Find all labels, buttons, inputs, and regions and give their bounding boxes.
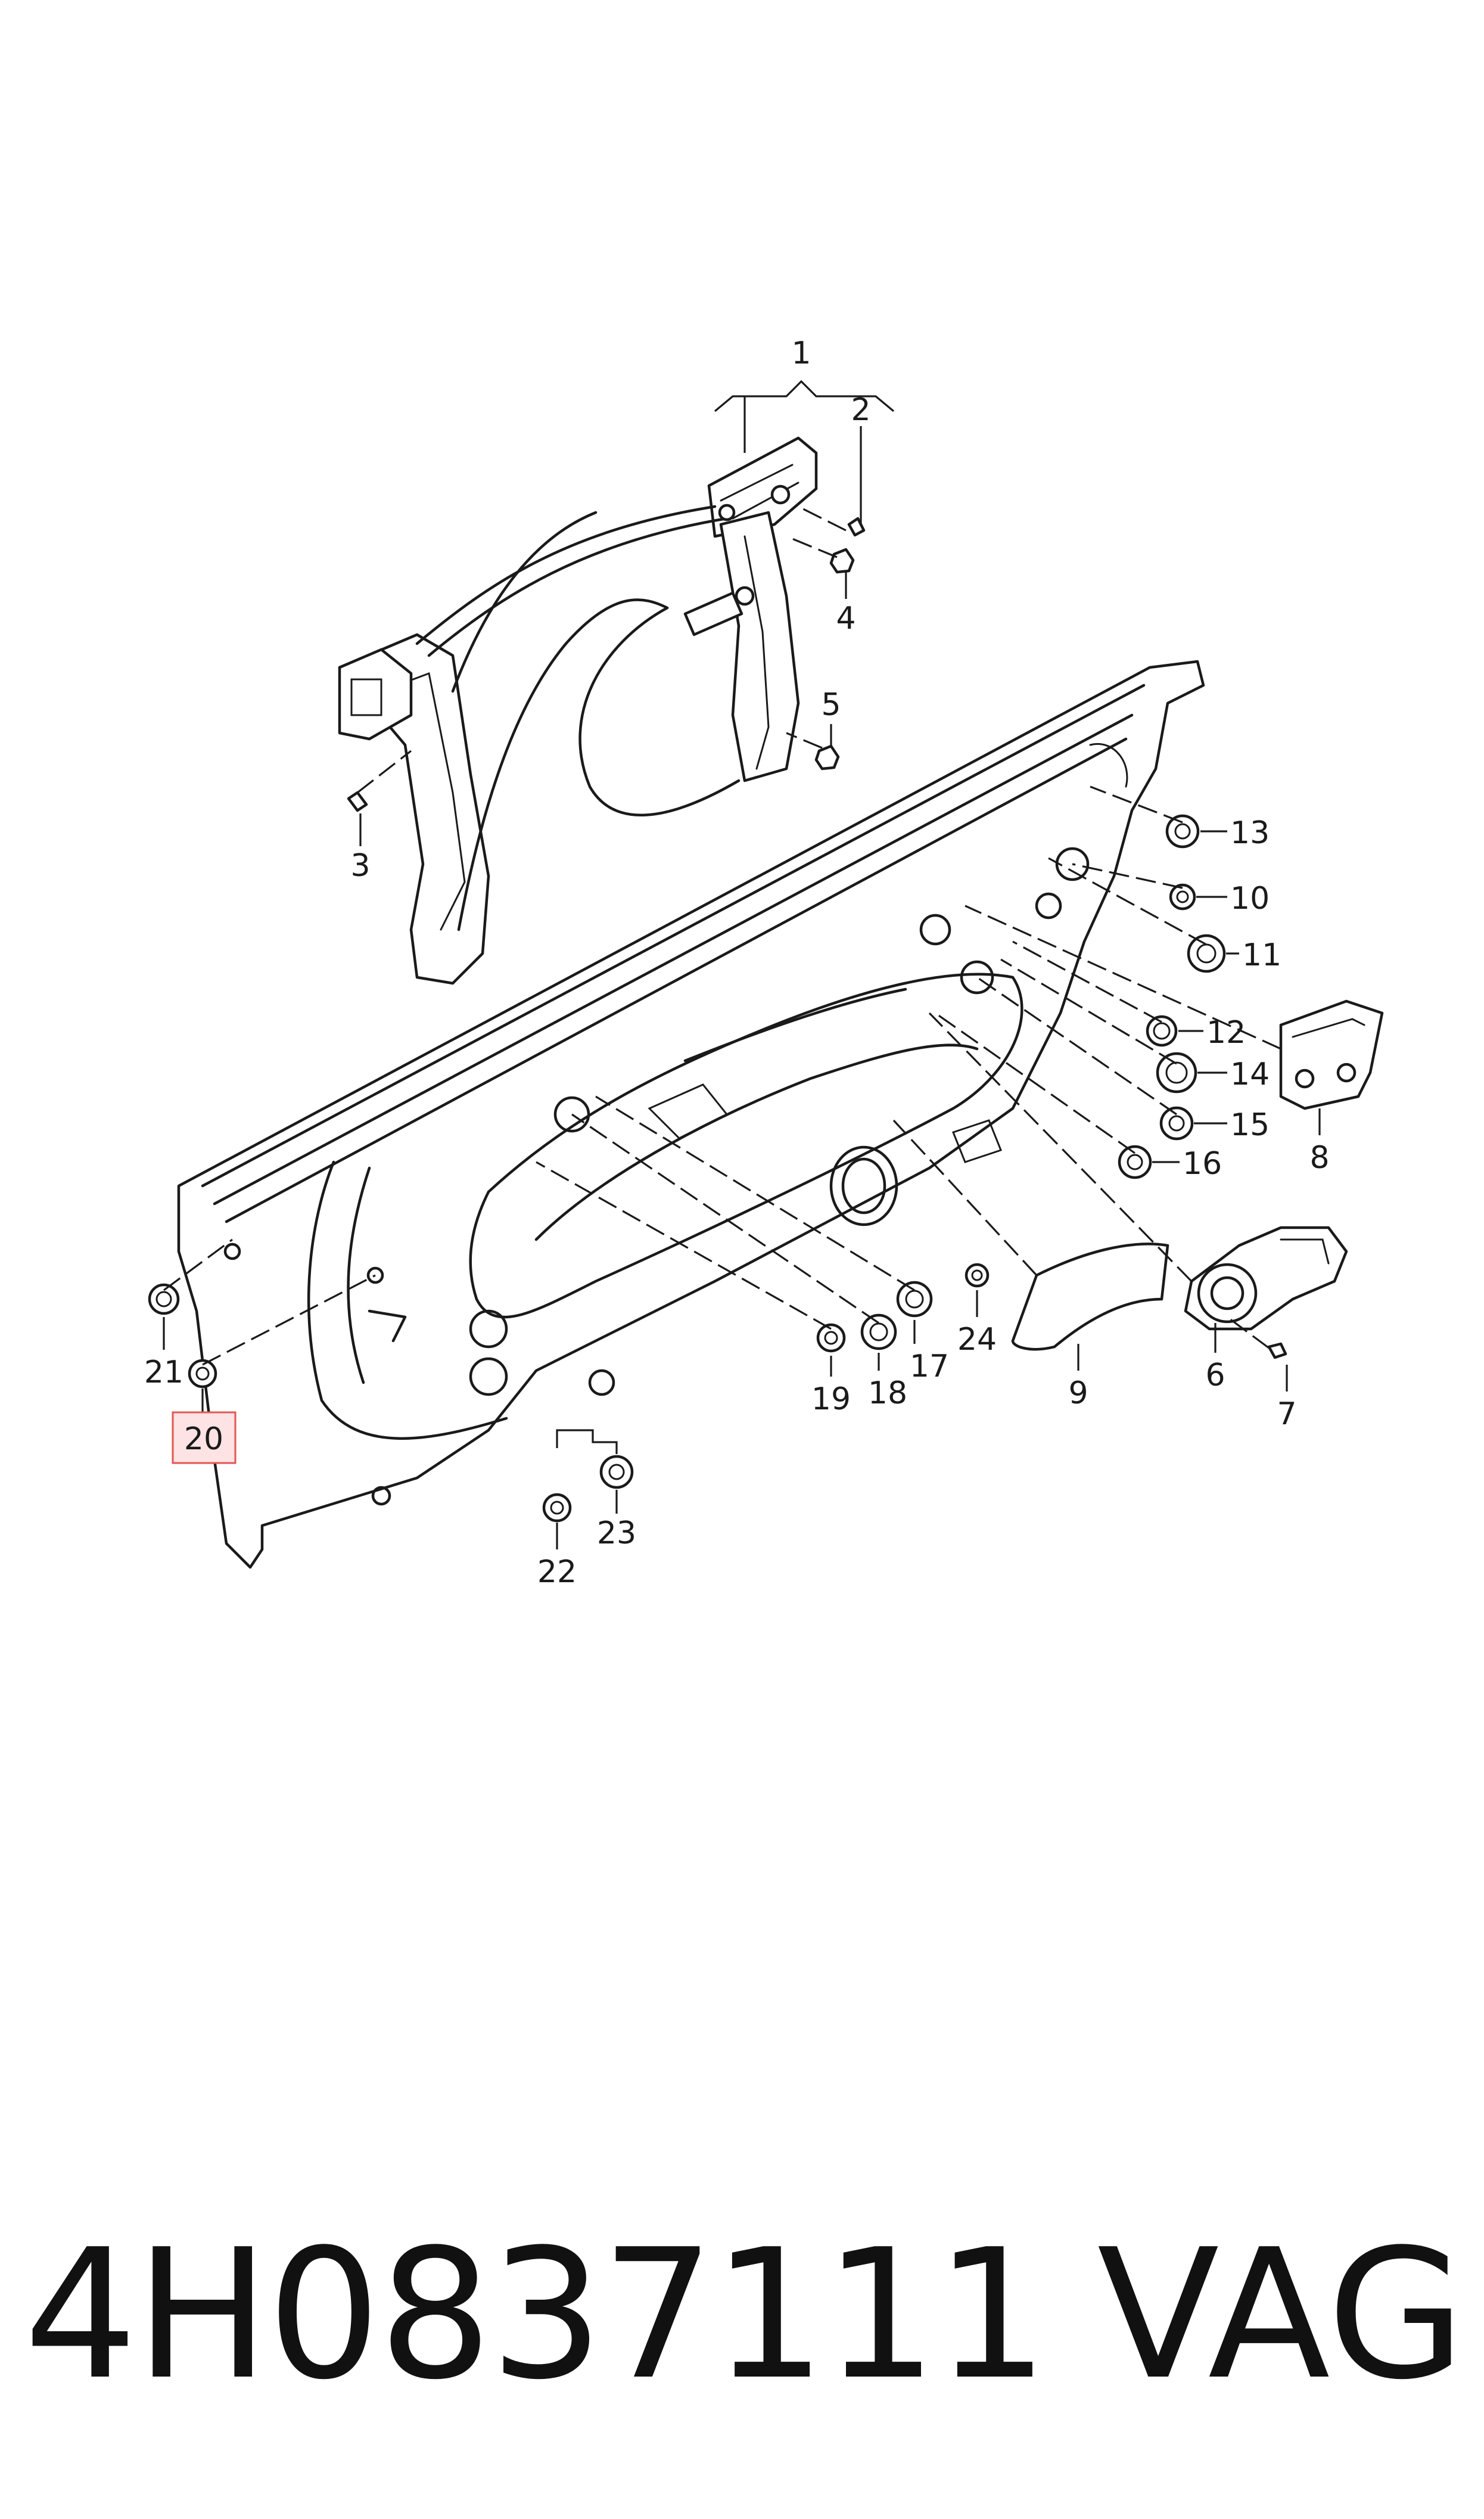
callout-1: 1 [791,336,811,371]
callout-2: 2 [851,392,870,428]
callout-9: 9 [1068,1375,1088,1411]
callout-8: 8 [1309,1140,1329,1176]
brand-name: VAG [1097,2211,1466,2419]
callout-3: 3 [350,848,370,884]
callout-15: 15 [1230,1107,1270,1143]
callout-7: 7 [1277,1396,1296,1432]
callout-22: 22 [537,1554,577,1590]
leader-lines [163,380,1321,1549]
callout-11: 11 [1242,937,1281,973]
callout-14: 14 [1230,1057,1270,1092]
callout-labels: 1 2 3 4 5 6 7 8 9 10 11 12 13 14 15 16 1… [144,336,1330,1590]
callout-16: 16 [1183,1146,1222,1182]
callout-19: 19 [811,1381,851,1417]
callout-5: 5 [821,687,841,723]
callout-20-highlight [172,1411,237,1464]
callout-6: 6 [1205,1358,1225,1393]
callout-17: 17 [910,1349,949,1384]
callout-23: 23 [597,1515,636,1551]
callout-12: 12 [1206,1015,1246,1051]
fasteners [148,517,1287,1523]
window-motor [1184,1226,1348,1331]
callout-20: 20 [184,1421,223,1457]
part-number: 4H0837111 [24,2211,1049,2419]
window-regulator [338,436,818,985]
control-module [1279,999,1384,1110]
footer: 4H0837111 VAG [24,2217,1466,2414]
door-inner-panel [177,660,1205,1569]
callout-24: 24 [957,1322,997,1358]
panel-cover [1011,1243,1169,1351]
callout-21: 21 [144,1355,183,1390]
callout-18: 18 [868,1375,907,1411]
callout-13: 13 [1230,815,1270,851]
callout-10: 10 [1230,881,1270,917]
callout-4: 4 [836,601,855,636]
